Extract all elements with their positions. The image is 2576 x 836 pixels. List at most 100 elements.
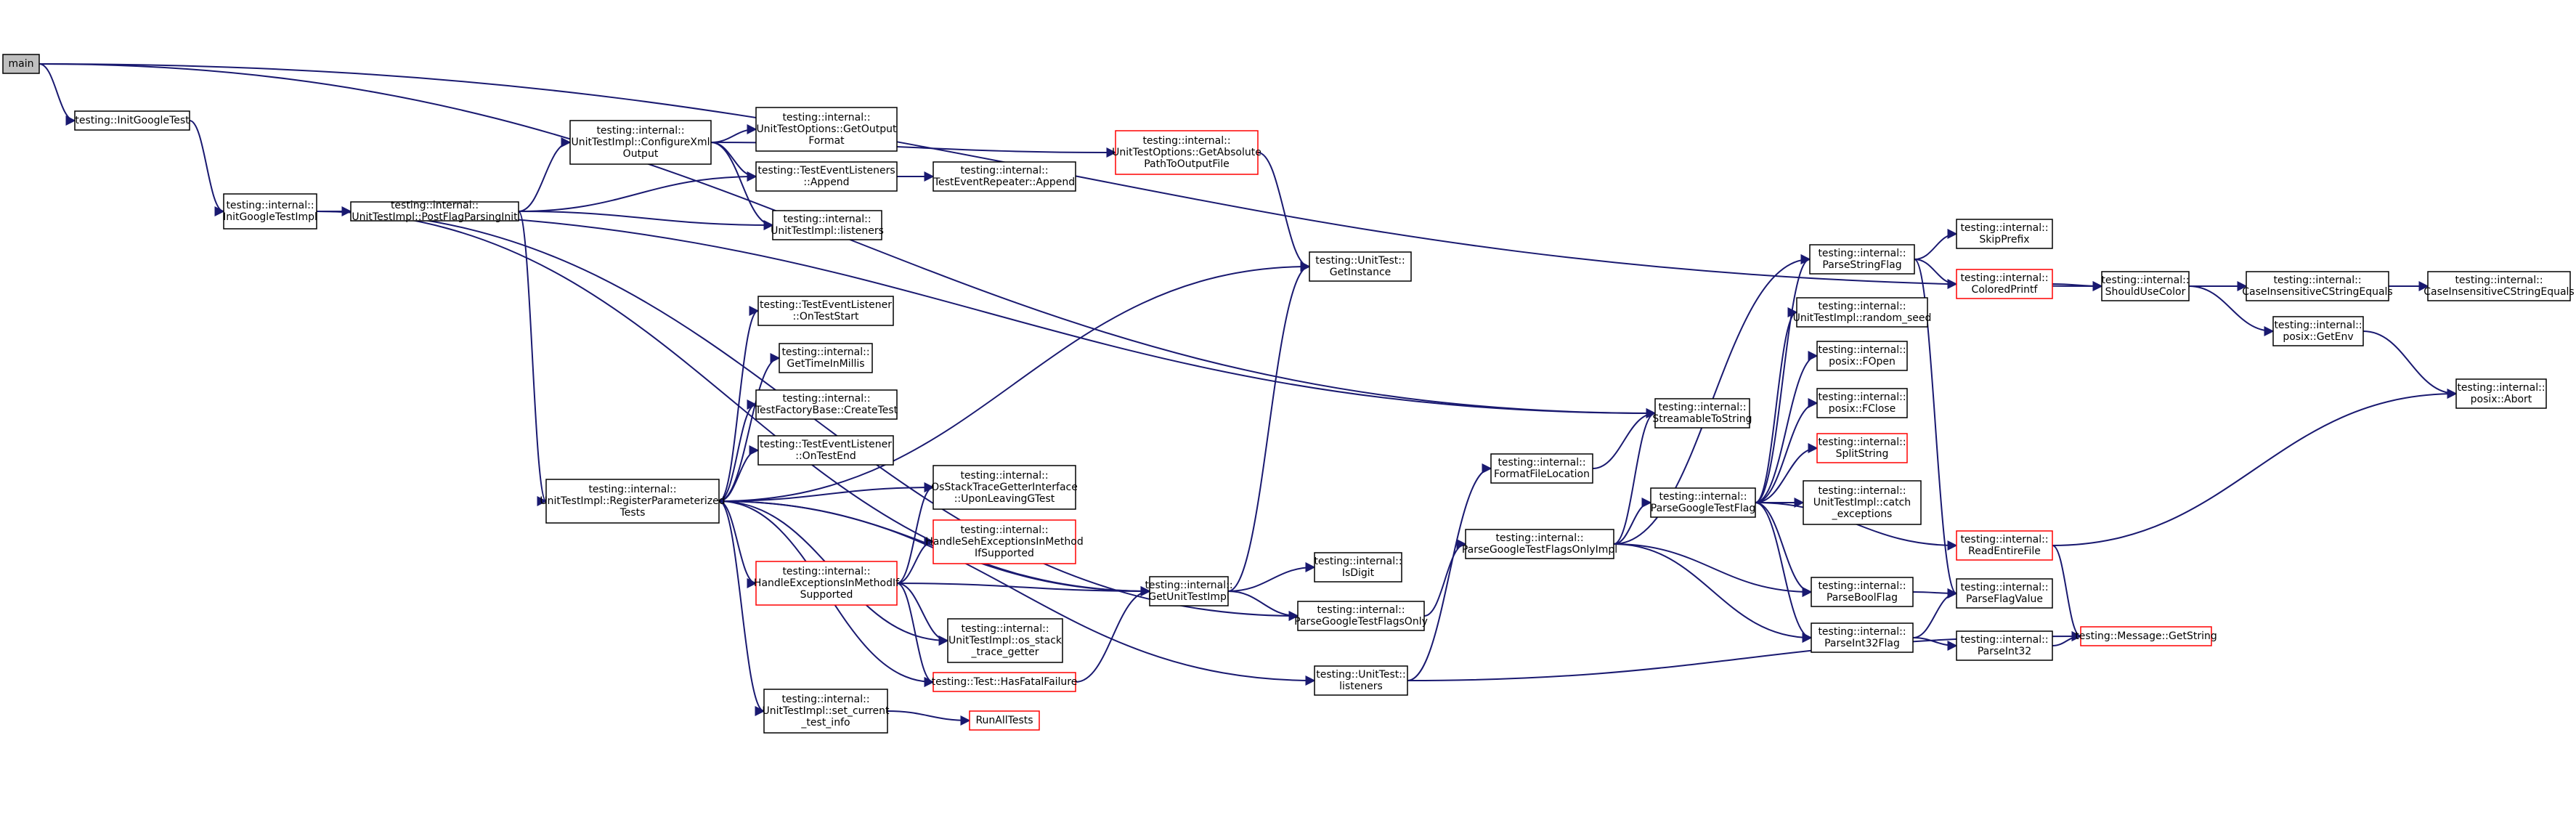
node-label-line: IsDigit bbox=[1342, 567, 1375, 579]
node-configurexmloutput[interactable]: testing::internal::UnitTestImpl::Configu… bbox=[569, 120, 712, 165]
node-streamabletostring[interactable]: testing::internal::StreamableToString bbox=[1652, 398, 1752, 429]
node-fclose[interactable]: testing::internal::posix::FClose bbox=[1816, 388, 1908, 418]
node-label-line: _trace_getter bbox=[971, 646, 1039, 658]
edge-registerparam-to-ontestend bbox=[718, 445, 760, 502]
node-label-line: _test_info bbox=[800, 717, 850, 729]
node-ut_getinstance[interactable]: testing::UnitTest::GetInstance bbox=[1309, 251, 1412, 282]
node-box bbox=[1490, 453, 1593, 484]
node-registerparam[interactable]: testing::internal::UnitTestImpl::Registe… bbox=[540, 479, 726, 524]
node-abort[interactable]: testing::internal::posix::Abort bbox=[2455, 378, 2547, 409]
node-initgoogletestimpl[interactable]: testing::internal::InitGoogleTestImpl bbox=[223, 193, 317, 230]
node-gettimeinmillis[interactable]: testing::internal::GetTimeInMillis bbox=[779, 343, 873, 373]
node-handleexc[interactable]: testing::internal::HandleExceptionsInMet… bbox=[754, 561, 900, 606]
node-ontestStart[interactable]: testing::TestEventListener::OnTestStart bbox=[757, 296, 894, 326]
node-tel_append[interactable]: testing::TestEventListeners::Append bbox=[755, 161, 898, 192]
node-label-line: testing::internal:: bbox=[1960, 534, 2048, 545]
node-msg_getstring[interactable]: testing::Message::GetString bbox=[2075, 626, 2217, 646]
node-coloredprintf[interactable]: testing::internal::ColoredPrintf bbox=[1956, 269, 2053, 299]
node-shouldusecolor[interactable]: testing::internal::ShouldUseColor bbox=[2101, 271, 2190, 301]
node-label-line: testing::internal:: bbox=[1142, 135, 1230, 147]
node-parseint32flag[interactable]: testing::internal::ParseInt32Flag bbox=[1811, 622, 1914, 653]
node-handlesehexc[interactable]: testing::internal::HandleSehExceptionsIn… bbox=[925, 519, 1084, 564]
node-osstacktrace[interactable]: testing::internal::OsStackTraceGetterInt… bbox=[931, 465, 1078, 510]
node-box bbox=[569, 120, 712, 165]
node-parseint32[interactable]: testing::internal::ParseInt32 bbox=[1956, 630, 2053, 661]
node-label-line: TestFactoryBase::CreateTest bbox=[755, 405, 898, 416]
node-label-line: Tests bbox=[619, 507, 646, 519]
node-box bbox=[1796, 297, 1928, 328]
node-skipprefix[interactable]: testing::internal::SkipPrefix bbox=[1956, 219, 2053, 249]
node-label-line: IfSupported bbox=[975, 548, 1034, 559]
node-isdigit[interactable]: testing::internal::IsDigit bbox=[1314, 552, 1402, 583]
node-getoutputformat[interactable]: testing::internal::UnitTestOptions::GetO… bbox=[755, 107, 898, 152]
edge-ut_listeners-to-formatfilelocation bbox=[1407, 463, 1492, 681]
node-formatfilelocation[interactable]: testing::internal::FormatFileLocation bbox=[1490, 453, 1593, 484]
node-label-line: listeners bbox=[1339, 681, 1383, 692]
node-box bbox=[755, 161, 898, 192]
node-box bbox=[1956, 219, 2053, 249]
edge-hasfatalfailure-to-getunittestimpl bbox=[1075, 586, 1151, 683]
node-label-line: UnitTestImpl::set_current bbox=[763, 705, 890, 717]
node-box bbox=[2080, 626, 2212, 646]
node-catchexceptions[interactable]: testing::internal::UnitTestImpl::catch_e… bbox=[1803, 480, 1922, 525]
node-main[interactable]: main bbox=[2, 54, 40, 74]
node-label-line: testing::internal:: bbox=[391, 200, 479, 211]
node-label-line: ParseGoogleTestFlagsOnly bbox=[1294, 616, 1428, 628]
node-setcurrenttestinfo[interactable]: testing::internal::UnitTestImpl::set_cur… bbox=[763, 689, 890, 734]
node-cicstringequals1[interactable]: testing::internal::CaseInsensitiveCStrin… bbox=[2242, 271, 2393, 301]
edge-getunittestimpl-to-ut_getinstance bbox=[1227, 261, 1311, 592]
node-label-line: testing::UnitTest:: bbox=[1315, 255, 1405, 267]
node-getunittestimpl[interactable]: testing::internal::GetUnitTestImpl bbox=[1145, 576, 1233, 606]
node-hasfatalfailure[interactable]: testing::Test::HasFatalFailure bbox=[932, 672, 1078, 692]
node-label-line: testing::internal:: bbox=[1960, 582, 2048, 593]
node-initgoogletest[interactable]: testing::InitGoogleTest bbox=[74, 110, 190, 131]
node-createtest[interactable]: testing::internal::TestFactoryBase::Crea… bbox=[755, 389, 898, 420]
node-label-line: Supported bbox=[800, 589, 853, 601]
edge-parseint32flag-to-parseflagvalue bbox=[1912, 588, 1958, 638]
edge-parsegtflagsonlyimpl-to-streamabletostring bbox=[1613, 408, 1657, 545]
node-box bbox=[1650, 487, 1756, 518]
node-parseboolflag[interactable]: testing::internal::ParseBoolFlag bbox=[1811, 577, 1914, 607]
node-label-line: SkipPrefix bbox=[1979, 234, 2029, 245]
edge-parsegtflagsonlyimpl-to-parseboolflag bbox=[1613, 543, 1813, 597]
node-label-line: ColoredPrintf bbox=[1972, 284, 2039, 296]
node-label-line: UnitTestImpl::ConfigureXml bbox=[571, 137, 710, 148]
node-label-line: testing::internal:: bbox=[596, 125, 684, 137]
edge-handleexc-to-osstackgetter bbox=[896, 583, 949, 646]
edge-registerparam-to-ut_getinstance bbox=[718, 261, 1311, 502]
node-fopen[interactable]: testing::internal::posix::FOpen bbox=[1816, 341, 1908, 371]
node-getabsolutepath[interactable]: testing::internal::UnitTestOptions::GetA… bbox=[1112, 130, 1261, 175]
node-parsegtflagsonly[interactable]: testing::internal::ParseGoogleTestFlagsO… bbox=[1294, 601, 1428, 631]
node-label-line: testing::internal:: bbox=[961, 623, 1049, 635]
node-ter_append[interactable]: testing::internal::TestEventRepeater::Ap… bbox=[933, 161, 1076, 192]
node-box bbox=[1956, 578, 2053, 609]
edge-parsestringflag-to-parseflagvalue bbox=[1914, 259, 1958, 598]
node-box bbox=[1816, 388, 1908, 418]
node-parsegtflagsonlyimpl[interactable]: testing::internal::ParseGoogleTestFlagsO… bbox=[1462, 529, 1617, 559]
node-randomseed[interactable]: testing::internal::UnitTestImpl::random_… bbox=[1793, 297, 1932, 328]
edge-postflagparsinginit-to-registerparam bbox=[518, 211, 548, 506]
edge-handleexc-to-getunittestimpl bbox=[896, 583, 1151, 596]
node-label-line: testing::TestEventListener bbox=[760, 439, 892, 450]
edge-getenv-to-abort bbox=[2362, 330, 2458, 399]
node-listeners_impl[interactable]: testing::internal::UnitTestImpl::listene… bbox=[771, 210, 884, 240]
node-ut_listeners[interactable]: testing::UnitTest::listeners bbox=[1314, 665, 1408, 696]
node-postflagparsinginit[interactable]: testing::internal::UnitTestImpl::PostFla… bbox=[350, 200, 519, 223]
node-ontestend[interactable]: testing::TestEventListener::OnTestEnd bbox=[757, 435, 894, 466]
node-cicstringequals2[interactable]: testing::internal::CaseInsensitiveCStrin… bbox=[2423, 271, 2575, 301]
node-box bbox=[2427, 271, 2571, 301]
node-parsestringflag[interactable]: testing::internal::ParseStringFlag bbox=[1809, 244, 1915, 275]
node-readentirefile[interactable]: testing::internal::ReadEntireFile bbox=[1956, 530, 2053, 561]
node-parseflagvalue[interactable]: testing::internal::ParseFlagValue bbox=[1956, 578, 2053, 609]
node-splitstring[interactable]: testing::internal::SplitString bbox=[1816, 433, 1908, 463]
edge-registerparam-to-ontestStart bbox=[718, 306, 760, 502]
node-label-line: testing::InitGoogleTest bbox=[75, 115, 190, 126]
node-getenv[interactable]: testing::internal::posix::GetEnv bbox=[2272, 316, 2364, 346]
node-parsegtflag[interactable]: testing::internal::ParseGoogleTestFlag bbox=[1650, 487, 1756, 518]
node-box bbox=[1314, 665, 1408, 696]
node-osstackgetter[interactable]: testing::internal::UnitTestImpl::os_stac… bbox=[947, 618, 1063, 663]
node-label-line: StreamableToString bbox=[1652, 413, 1752, 425]
edge-postflagparsinginit-to-tel_append bbox=[518, 171, 757, 212]
edge-initgoogletestimpl-to-getunittestimpl bbox=[316, 211, 1151, 596]
node-runalltests[interactable]: RunAllTests bbox=[969, 710, 1040, 731]
